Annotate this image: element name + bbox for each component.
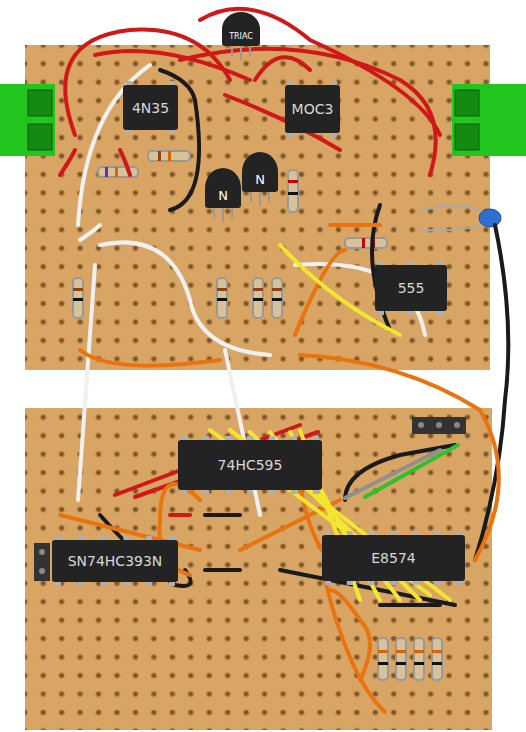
resistor-symbol bbox=[73, 151, 442, 680]
part-label: TRIAC bbox=[229, 32, 253, 41]
part-label: 555 bbox=[398, 280, 425, 296]
part-label: E8574 bbox=[371, 550, 415, 566]
transistor-package: N bbox=[242, 152, 278, 192]
transistor-package: TRIAC bbox=[222, 12, 260, 46]
part-label: MOC3 bbox=[292, 101, 334, 117]
stripboard bbox=[25, 408, 492, 730]
jumper-wire bbox=[60, 9, 508, 712]
part-label: N bbox=[255, 172, 265, 187]
part-label: 4N35 bbox=[132, 100, 169, 116]
part-label: SN74HC393N bbox=[68, 553, 163, 569]
capacitor-symbol bbox=[479, 209, 501, 227]
ic-chip: MOC3 bbox=[285, 85, 340, 133]
ic-chip: SN74HC393N bbox=[52, 540, 178, 582]
part-label: 74HC595 bbox=[218, 457, 283, 473]
transistor-package: N bbox=[205, 168, 241, 208]
ic-chip: 555 bbox=[375, 265, 447, 311]
pin-header bbox=[412, 417, 466, 434]
terminal-block bbox=[0, 84, 526, 156]
pin-header bbox=[34, 543, 50, 581]
part-label: N bbox=[218, 188, 228, 203]
stripboard bbox=[25, 45, 490, 370]
ic-chip: 74HC595 bbox=[178, 440, 322, 490]
ic-chip: 4N35 bbox=[123, 85, 178, 130]
ic-chip: E8574 bbox=[322, 535, 465, 581]
